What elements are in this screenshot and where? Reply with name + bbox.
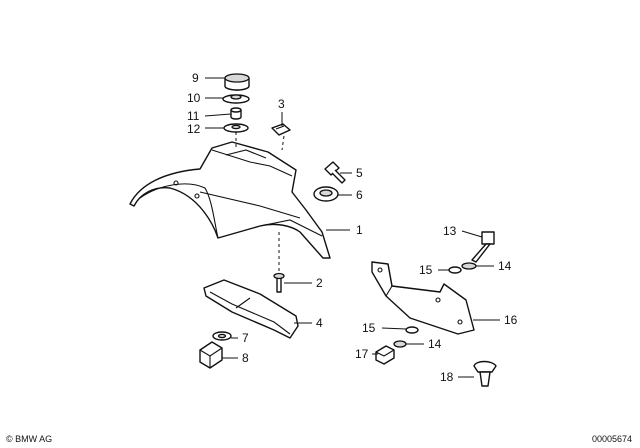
leader-15b bbox=[381, 327, 407, 330]
bolt-13 bbox=[471, 231, 495, 263]
rubber-buffer-8 bbox=[199, 341, 223, 369]
callout-10: 10 bbox=[187, 91, 201, 105]
guide-line-3 bbox=[281, 135, 285, 151]
callout-1: 1 bbox=[356, 223, 363, 237]
screw-2 bbox=[273, 272, 285, 293]
washer-12 bbox=[223, 123, 249, 133]
grommet-6 bbox=[313, 186, 339, 202]
plug-18 bbox=[473, 360, 497, 387]
callout-15-upper: 15 bbox=[419, 263, 433, 277]
callout-18: 18 bbox=[440, 370, 454, 384]
washer-14-upper bbox=[461, 262, 477, 270]
clip-nut-3 bbox=[271, 123, 291, 136]
callout-12: 12 bbox=[187, 122, 201, 136]
callout-9: 9 bbox=[192, 71, 199, 85]
callout-14-upper: 14 bbox=[498, 259, 512, 273]
callout-15-lower: 15 bbox=[362, 321, 376, 335]
callout-6: 6 bbox=[356, 188, 363, 202]
washer-7 bbox=[212, 331, 232, 341]
callout-4: 4 bbox=[316, 316, 323, 330]
bracket-4 bbox=[203, 279, 299, 339]
callout-14-lower: 14 bbox=[428, 337, 442, 351]
callout-8: 8 bbox=[242, 351, 249, 365]
washer-15-upper bbox=[448, 266, 462, 274]
washer-15-lower bbox=[405, 326, 419, 334]
drawing-number: 00005674 bbox=[591, 434, 632, 444]
callout-7: 7 bbox=[242, 331, 249, 345]
callout-5: 5 bbox=[356, 166, 363, 180]
washer-10 bbox=[222, 94, 250, 104]
callout-17: 17 bbox=[355, 347, 369, 361]
leader-13 bbox=[461, 230, 483, 238]
callout-13: 13 bbox=[443, 224, 457, 238]
callout-16: 16 bbox=[504, 313, 518, 327]
callout-3: 3 bbox=[278, 97, 285, 111]
callout-2: 2 bbox=[316, 276, 323, 290]
washer-14-lower bbox=[393, 340, 407, 348]
rubber-buffer-9 bbox=[224, 73, 250, 91]
screw-5 bbox=[324, 161, 346, 184]
callout-11: 11 bbox=[187, 109, 200, 123]
rear-fender-1 bbox=[129, 141, 331, 259]
copyright-text: © BMW AG bbox=[6, 434, 53, 444]
plate-bracket-16 bbox=[371, 261, 475, 335]
spacer-11 bbox=[230, 107, 242, 120]
rubber-buffer-17 bbox=[375, 345, 395, 365]
leader-11 bbox=[204, 113, 232, 117]
